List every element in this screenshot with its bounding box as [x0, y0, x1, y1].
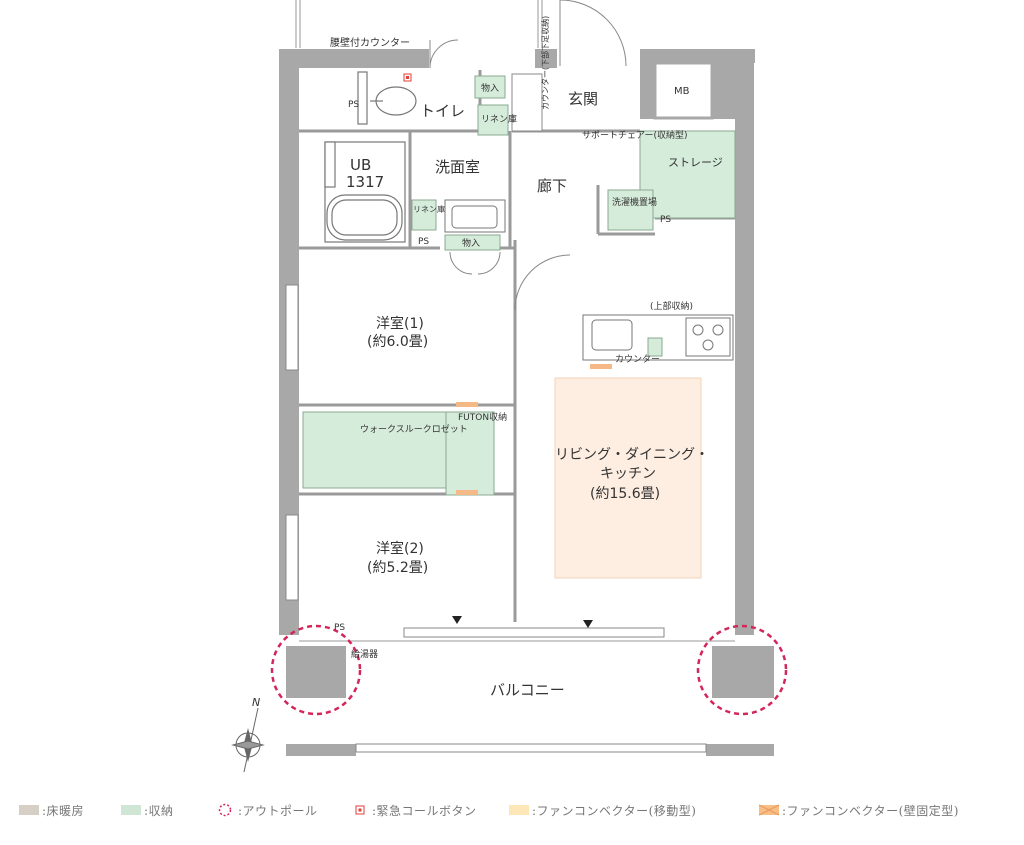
legend-label: :アウトポール: [238, 803, 318, 818]
label-joubu: (上部収納): [650, 300, 693, 312]
label-monoire-2: 物入: [462, 237, 480, 249]
legend: :床暖房 :収納 :アウトポール :緊急コールボタン :ファンコンベクター(移動型) :フ…: [18, 800, 1018, 820]
label-ldk-size: (約15.6畳): [590, 486, 660, 502]
legend-label: :緊急コールボタン: [372, 803, 477, 818]
label-koshikabe-counter: 腰壁付カウンター: [330, 36, 410, 49]
legend-swatch: [509, 805, 529, 815]
legend-item: :緊急コールボタン: [348, 800, 477, 820]
label-futon: FUTON収納: [458, 411, 507, 423]
legend-item: :ファンコンベクター(移動型): [508, 800, 696, 820]
legend-swatch: [758, 804, 780, 816]
mb-box: [653, 61, 714, 120]
legend-swatch: [355, 805, 365, 815]
legend-item: :収納: [120, 800, 174, 820]
label-ldk-2: キッチン: [600, 466, 656, 482]
compass-icon: [231, 707, 265, 773]
ldk-floor-area: [554, 377, 702, 579]
label-walk-through: ウォークスルークロゼット: [360, 423, 468, 435]
label-senmen: 洗面室: [435, 158, 480, 176]
legend-label: :収納: [144, 803, 174, 818]
fan-convectors: [456, 364, 612, 495]
label-room1-name: 洋室(1): [376, 315, 424, 332]
legend-item: :ファンコンベクター(壁固定型): [758, 800, 959, 820]
label-sentakuki: 洗濯機置場: [612, 196, 657, 208]
kitchen-fixtures: [582, 314, 734, 361]
window-marker-left: [452, 616, 462, 624]
exterior-top-walls: [295, 0, 543, 48]
label-balcony: バルコニー: [490, 681, 565, 699]
label-ps-4: PS: [334, 623, 345, 633]
legend-label: :ファンコンベクター(壁固定型): [782, 803, 959, 818]
counter-box: [511, 73, 543, 132]
label-ps-3: PS: [660, 215, 671, 225]
legend-label: :ファンコンベクター(移動型): [532, 803, 697, 818]
label-counter-shoe: カウンター(下部下足収納): [540, 16, 550, 110]
label-ub: UB: [350, 156, 371, 174]
label-room1-size: (約6.0畳): [367, 334, 428, 350]
storage-areas: [302, 75, 736, 496]
legend-swatch: [218, 803, 232, 817]
label-rouka: 廊下: [537, 177, 567, 195]
label-north: N: [252, 696, 260, 709]
label-monoire-1: 物入: [481, 82, 499, 94]
windows: [285, 284, 665, 638]
label-linen-1: リネン庫: [481, 113, 517, 125]
label-toilet: トイレ: [420, 102, 465, 120]
toilet-fixture: [357, 71, 417, 125]
outpole-markers: [270, 624, 788, 716]
door-swings: [429, 0, 627, 311]
label-ps-2: PS: [418, 237, 429, 247]
bathtub-fixture: [324, 141, 406, 243]
label-support-chair: サポートチェアー(収納型): [582, 129, 687, 141]
label-room2-name: 洋室(2): [376, 540, 424, 557]
label-counter-kitchen: カウンター: [615, 354, 660, 365]
legend-swatch: [121, 805, 141, 815]
balcony-structure: [286, 640, 774, 756]
legend-item: :床暖房: [18, 800, 84, 820]
legend-label: :床暖房: [42, 803, 85, 818]
label-room2-size: (約5.2畳): [367, 560, 428, 576]
label-genkan: 玄関: [568, 90, 598, 108]
label-ps-1: PS: [348, 100, 359, 110]
label-ldk-1: リビング・ダイニング・: [555, 447, 709, 463]
label-mb: MB: [674, 86, 690, 97]
legend-item: :アウトポール: [214, 800, 318, 820]
window-marker-right: [583, 620, 593, 628]
label-ub-size: 1317: [346, 173, 384, 191]
label-kyutouki: 給湯器: [351, 648, 378, 660]
wash-basin-fixture: [444, 199, 506, 233]
label-storage: ストレージ: [668, 156, 723, 169]
legend-swatch: [19, 805, 39, 815]
label-linen-2: リネン庫: [413, 204, 445, 214]
